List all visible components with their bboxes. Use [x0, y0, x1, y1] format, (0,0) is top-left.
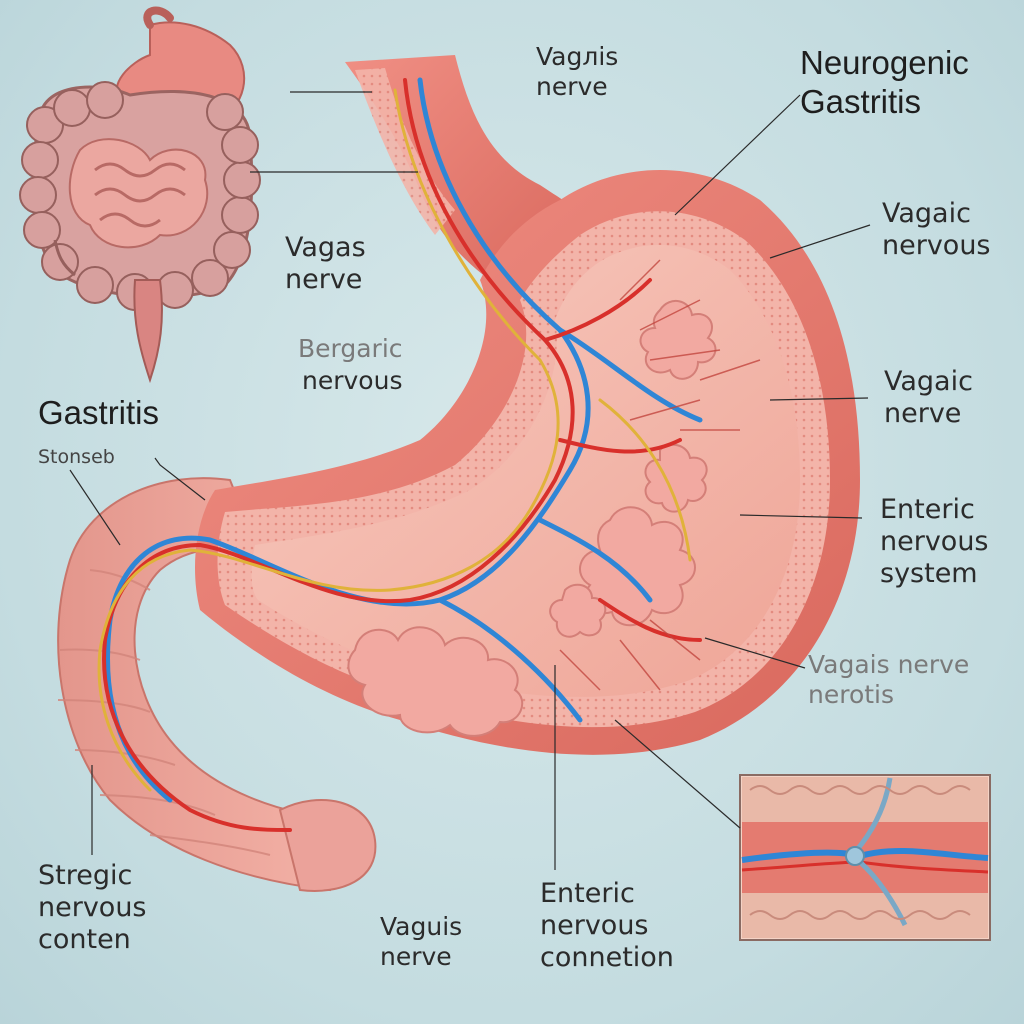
label-enteric-nervous-connetion: Enteric nervous connetion — [540, 878, 674, 973]
label-vagaic-nerve: Vagaic nerve — [884, 366, 973, 429]
label-vagaic-nervous: Vagaic nervous — [882, 198, 991, 261]
nerve-crosssection-icon — [739, 774, 991, 941]
label-nervous-left: nervous — [302, 366, 403, 395]
label-bergaric: Bergaric — [298, 334, 403, 363]
label-enteric-nervous-system: Enteric nervous system — [880, 494, 989, 589]
label-vagis-nerve-top: Vagлis nerve — [536, 42, 619, 101]
label-vagas-nerve-left: Vagas nerve — [285, 232, 366, 295]
label-neurogenic-gastritis: Neurogenic Gastritis — [800, 44, 969, 120]
label-stonseb: Stonseb — [38, 446, 115, 468]
label-vaguis-nerve: Vaguis nerve — [380, 912, 463, 971]
label-gastritis: Gastritis — [38, 394, 160, 431]
label-vagais-nerve-nerotis: Vagais nerve nerotis — [808, 650, 970, 709]
label-stregic-nervous-conten: Stregic nervous conten — [38, 860, 147, 955]
digestive-system-icon — [19, 6, 261, 384]
leader-lines — [69, 91, 871, 870]
